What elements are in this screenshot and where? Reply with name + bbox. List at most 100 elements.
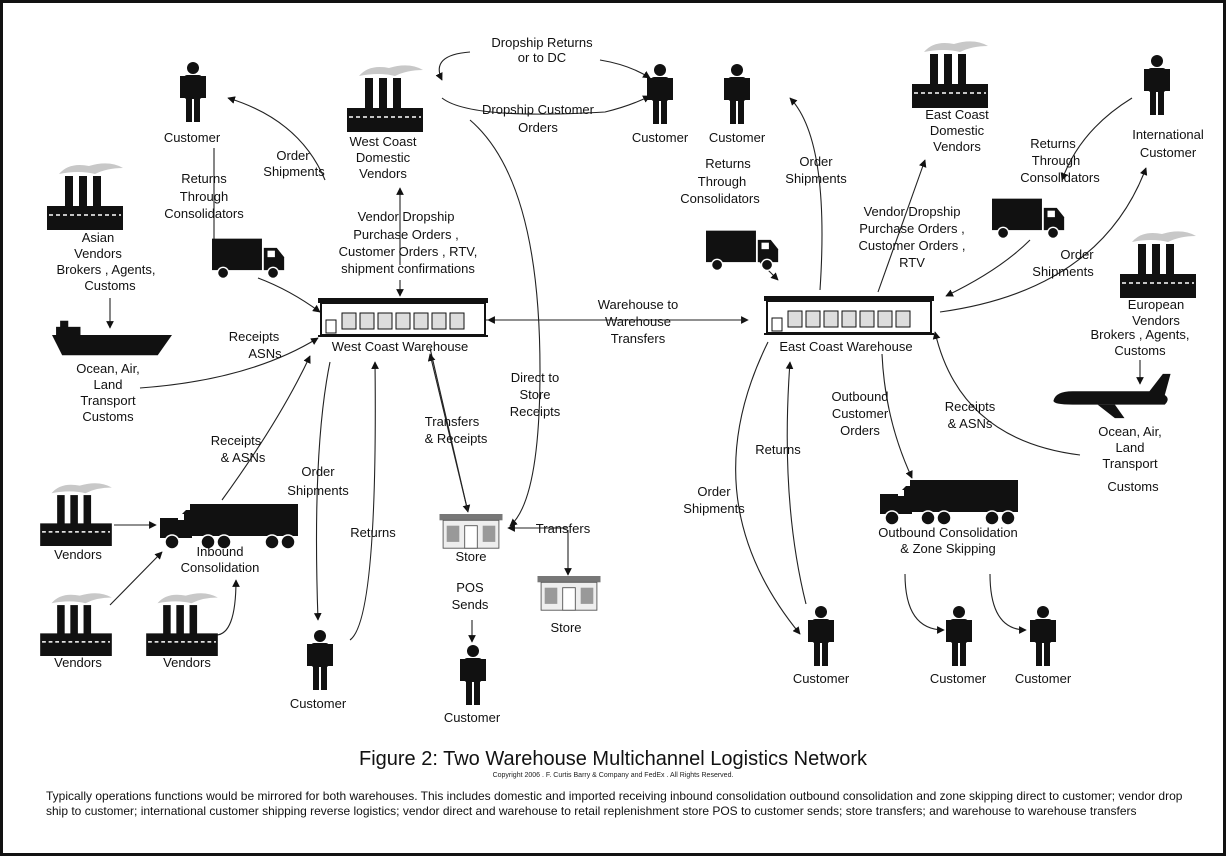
factory-icon: [39, 482, 113, 546]
ocean-right-label: Land: [1116, 440, 1145, 455]
international-customer-label: Customer: [1140, 145, 1197, 160]
inbound-truck-icon: [160, 504, 299, 550]
customer-label: Customer: [164, 130, 221, 145]
ocean-left-label: Land: [94, 377, 123, 392]
direct-to-store-label: Receipts: [510, 404, 561, 419]
eu-brokers-label: Customs: [1114, 343, 1166, 358]
order-shipments-label: Order: [276, 148, 310, 163]
returns-consolidators-label: Through: [180, 189, 228, 204]
order-shipments-label: Shipments: [263, 164, 325, 179]
asian-vendors-label: Customs: [84, 278, 136, 293]
truck-icon: [992, 198, 1065, 240]
customer-label: Customer: [444, 710, 501, 725]
vendor-dropship-label: Vendor Dropship: [864, 204, 961, 219]
dropship-orders-label: Orders: [518, 120, 558, 135]
ec-vendors-label: Domestic: [930, 123, 985, 138]
returns-consolidators-label: Consolidators: [680, 191, 760, 206]
east-coast-warehouse-icon: [764, 296, 934, 335]
store-icon: [537, 576, 601, 611]
truck-icon: [706, 230, 779, 272]
returns-consolidators-label: Returns: [705, 156, 751, 171]
returns-consolidators-label: Returns: [1030, 136, 1076, 151]
customer-icon: [460, 645, 486, 705]
customer-icon: [1030, 606, 1056, 666]
asian-vendors-label: Vendors: [74, 246, 122, 261]
dropship-returns-label: or to DC: [518, 50, 566, 65]
ship-icon: [52, 320, 172, 356]
vendor-dropship-label: Vendor Dropship: [358, 209, 455, 224]
customer-icon: [808, 606, 834, 666]
receipts-and-asns-label: Receipts: [211, 433, 262, 448]
vendors-label: Vendors: [54, 547, 102, 562]
warehouse-transfers-label: Warehouse: [605, 314, 671, 329]
ocean-left-label: Transport: [80, 393, 136, 408]
factory-icon: [1119, 230, 1197, 298]
store-label: Store: [550, 620, 581, 635]
wc-vendors-label: West Coast: [350, 134, 417, 149]
wc-vendors-label: Vendors: [359, 166, 407, 181]
truck-icon: [212, 238, 285, 280]
order-shipments-label: Order: [301, 464, 335, 479]
vendor-dropship-label: Customer Orders ,: [859, 238, 966, 253]
customs-right-label: Customs: [1107, 479, 1159, 494]
asian-vendors-label: Asian: [82, 230, 115, 245]
order-shipments-label: Shipments: [287, 483, 349, 498]
outbound-orders-label: Customer: [832, 406, 889, 421]
customer-icon: [647, 64, 673, 124]
asian-vendors-label: Brokers , Agents,: [57, 262, 156, 277]
order-shipments-label: Shipments: [1032, 264, 1094, 279]
factory-icon: [145, 592, 219, 656]
transfers-receipts-label: Transfers: [425, 414, 480, 429]
transfers-receipts-label: & Receipts: [425, 431, 488, 446]
outbound-orders-label: Orders: [840, 423, 880, 438]
factory-icon: [39, 592, 113, 656]
receipts-and-asns-label: & ASNs: [948, 416, 993, 431]
vendors-label: Vendors: [54, 655, 102, 670]
customer-icon: [1144, 55, 1170, 115]
store-icon: [439, 514, 503, 549]
pos-sends-label: POS: [456, 580, 484, 595]
factory-icon: [346, 64, 424, 132]
customer-label: Customer: [632, 130, 689, 145]
connection-arrows: [106, 51, 1148, 643]
vendor-dropship-label: Purchase Orders ,: [353, 227, 459, 242]
west-coast-warehouse-label: West Coast Warehouse: [332, 339, 469, 354]
customer-icon: [724, 64, 750, 124]
receipts-and-asns-label: & ASNs: [221, 450, 266, 465]
eu-brokers-label: Brokers , Agents,: [1091, 327, 1190, 342]
returns-consolidators-label: Returns: [181, 171, 227, 186]
customer-label: Customer: [709, 130, 766, 145]
customer-icon: [307, 630, 333, 690]
returns-consolidators-label: Through: [1032, 153, 1080, 168]
order-shipments-label: Shipments: [785, 171, 847, 186]
dropship-orders-label: Dropship Customer: [482, 102, 595, 117]
transfers-label: Transfers: [536, 521, 591, 536]
receipts-asns-label: ASNs: [248, 346, 282, 361]
ec-vendors-label: East Coast: [925, 107, 989, 122]
vendor-dropship-label: Customer Orders , RTV,: [339, 244, 478, 259]
returns-label: Returns: [350, 525, 396, 540]
european-vendors-label: Vendors: [1132, 313, 1180, 328]
ocean-left-label: Customs: [82, 409, 134, 424]
inbound-consolidation-label: Inbound: [197, 544, 244, 559]
inbound-consolidation-label: Consolidation: [181, 560, 260, 575]
factory-icon: [46, 162, 124, 230]
customer-icon: [946, 606, 972, 666]
order-shipments-label: Order: [799, 154, 833, 169]
vendor-dropship-label: shipment confirmations: [341, 261, 475, 276]
ocean-right-label: Ocean, Air,: [1098, 424, 1162, 439]
edge-labels: Dropship Returns or to DC Dropship Custo…: [164, 35, 1100, 612]
order-shipments-label: Order: [1060, 247, 1094, 262]
outbound-consolidation-label: & Zone Skipping: [900, 541, 995, 556]
outbound-truck-icon: [880, 480, 1019, 526]
warehouse-transfers-label: Transfers: [611, 331, 666, 346]
international-customer-label: International: [1132, 127, 1204, 142]
factory-icon: [911, 40, 989, 108]
european-vendors-label: European: [1128, 297, 1184, 312]
customer-label: Customer: [793, 671, 850, 686]
direct-to-store-label: Store: [519, 387, 550, 402]
ocean-right-label: Transport: [1102, 456, 1158, 471]
order-shipments-label: Order: [697, 484, 731, 499]
returns-consolidators-label: Consolidators: [164, 206, 244, 221]
vendor-dropship-label: Purchase Orders ,: [859, 221, 965, 236]
